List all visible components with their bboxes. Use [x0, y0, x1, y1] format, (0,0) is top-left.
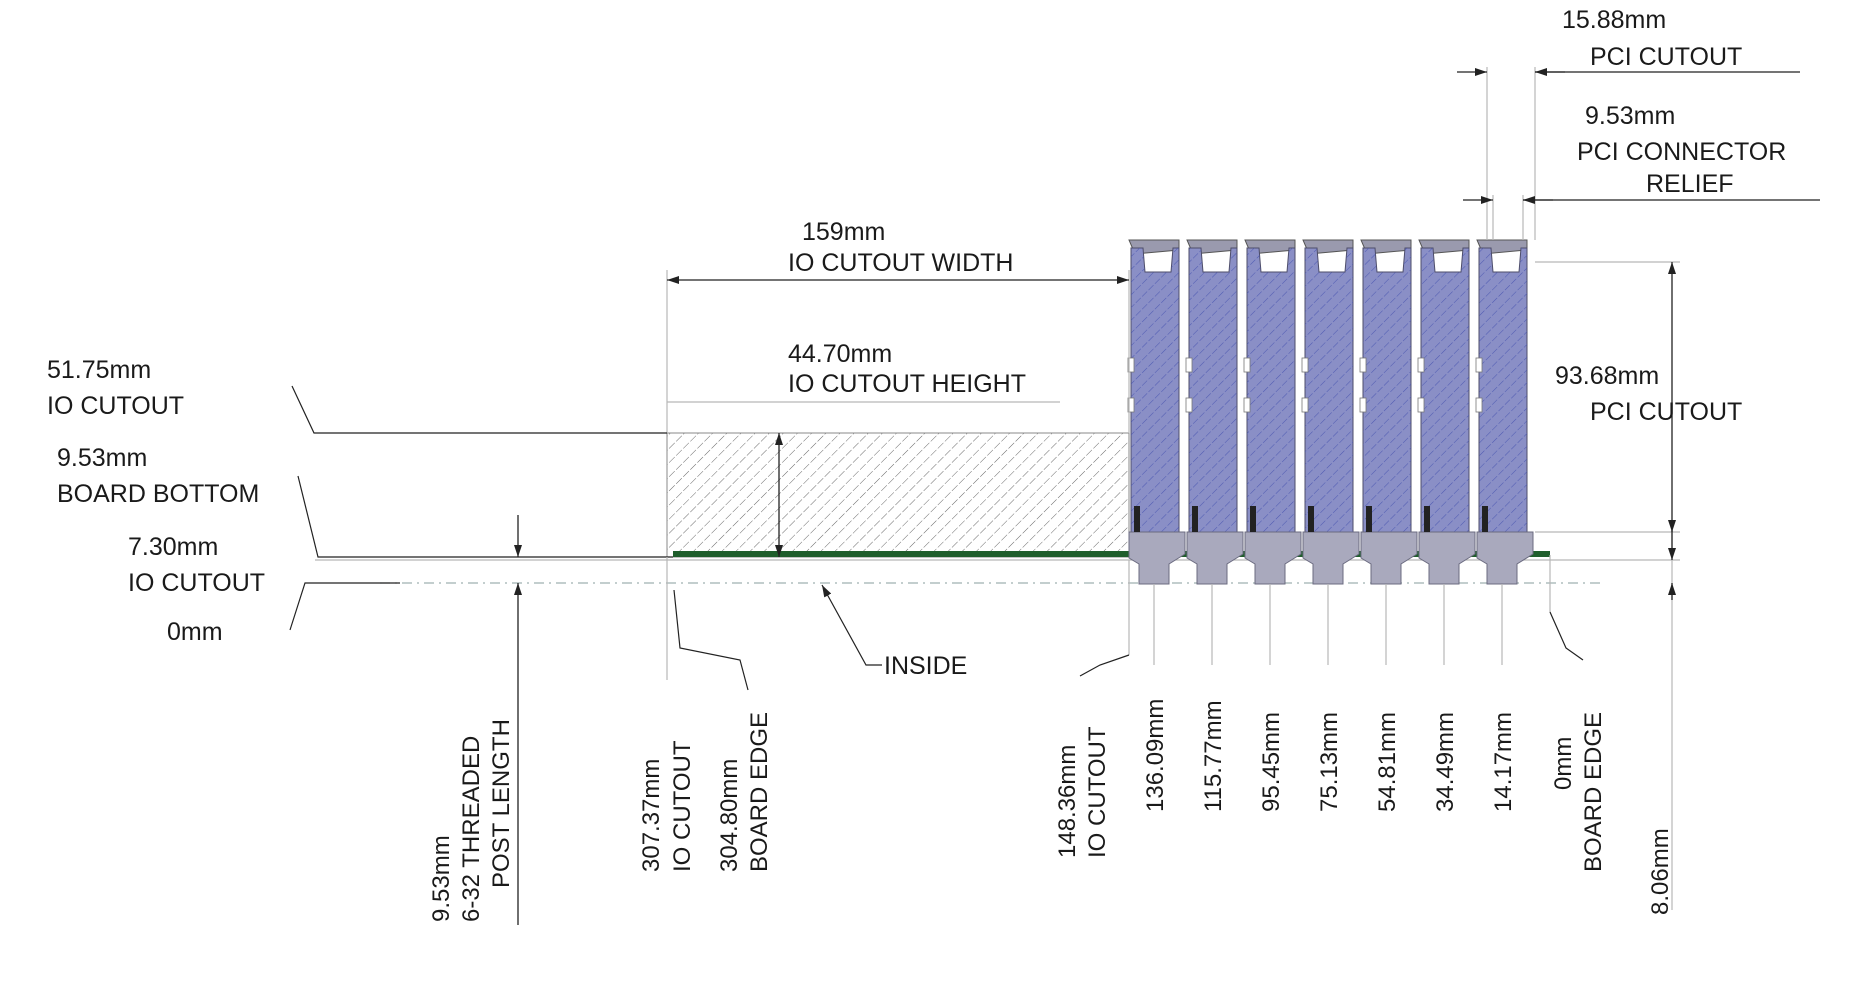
bracket-tab: [1302, 531, 1360, 585]
io-height-label: IO CUTOUT HEIGHT: [788, 370, 1026, 398]
board-edge-left-value: 304.80mm: [716, 759, 743, 872]
relief-value: 9.53mm: [1585, 102, 1675, 130]
bracket-notch: [1185, 357, 1193, 373]
bracket-tab: [1418, 531, 1476, 585]
board-edge-strip: [673, 551, 1550, 557]
pci-bracket: [1417, 239, 1476, 585]
bracket-tab: [1360, 531, 1418, 585]
bracket-hatch: [1189, 248, 1237, 532]
io-right-value: 148.36mm: [1054, 745, 1081, 858]
pci-cutout-width-value: 15.88mm: [1562, 6, 1666, 34]
pci-bracket: [1127, 239, 1186, 585]
bracket-notch: [1301, 397, 1309, 413]
io-left-value: 307.37mm: [638, 759, 665, 872]
inside-label: INSIDE: [884, 652, 967, 680]
pci-bracket: [1475, 239, 1534, 585]
board-bottom-value: 9.53mm: [57, 444, 147, 472]
io-cutout-area: [666, 432, 1130, 558]
bracket-notch: [1475, 357, 1483, 373]
bracket-notch: [1359, 397, 1367, 413]
slot-position-labels: 136.09mm 115.77mm 95.45mm 75.13mm 54.81mm 34.…: [1142, 584, 1517, 812]
bracket-notch: [1359, 357, 1367, 373]
board-edge-right-value: 0mm: [1550, 737, 1577, 790]
io-top-value: 51.75mm: [47, 356, 151, 384]
board-edge-left-label: BOARD EDGE: [746, 712, 773, 872]
pci-bracket: [1359, 239, 1418, 585]
bracket-contact: [1424, 506, 1430, 532]
slot-position-label: 136.09mm: [1142, 699, 1169, 812]
bracket-contact: [1134, 506, 1140, 532]
slot-position-label: 75.13mm: [1316, 712, 1343, 812]
io-height-value: 44.70mm: [788, 340, 892, 368]
bracket-hatch: [1363, 248, 1411, 532]
io-right-label: IO CUTOUT: [1084, 726, 1111, 858]
zero-value: 0mm: [167, 618, 223, 646]
io-width-label: IO CUTOUT WIDTH: [788, 249, 1013, 277]
slot-position-label: 115.77mm: [1200, 700, 1227, 812]
bracket-tab: [1128, 531, 1186, 585]
bracket-tab: [1476, 531, 1534, 585]
bracket-notch: [1243, 357, 1251, 373]
bracket-contact: [1308, 506, 1314, 532]
io-bottom-value: 7.30mm: [128, 533, 218, 561]
bracket-contact: [1250, 506, 1256, 532]
io-bottom-label: IO CUTOUT: [128, 569, 265, 597]
relief-label-2: RELIEF: [1646, 170, 1734, 198]
pci-bracket: [1243, 239, 1302, 585]
pci-height-value: 93.68mm: [1555, 362, 1659, 390]
bracket-hatch: [1479, 248, 1527, 532]
bracket-tab: [1244, 531, 1302, 585]
bracket-contact: [1192, 506, 1198, 532]
pci-cutout-width-label: PCI CUTOUT: [1590, 43, 1742, 71]
io-top-label: IO CUTOUT: [47, 392, 184, 420]
bracket-notch: [1301, 357, 1309, 373]
bracket-notch: [1475, 397, 1483, 413]
post-value: 9.53mm: [428, 835, 455, 922]
io-left-label: IO CUTOUT: [669, 740, 696, 872]
post-label-2: POST LENGTH: [488, 719, 515, 888]
bracket-hatch: [1131, 248, 1179, 532]
bracket-contact: [1366, 506, 1372, 532]
relief-label-1: PCI CONNECTOR: [1577, 138, 1786, 166]
pci-height-label: PCI CUTOUT: [1590, 398, 1742, 426]
slot-position-label: 95.45mm: [1258, 712, 1285, 812]
board-bottom-label: BOARD BOTTOM: [57, 480, 259, 508]
pci-bracket: [1301, 239, 1360, 585]
io-width-value: 159mm: [802, 218, 885, 246]
bracket-hatch: [1421, 248, 1469, 532]
bracket-notch: [1127, 397, 1135, 413]
slot-position-label: 34.49mm: [1432, 712, 1459, 812]
bracket-tab: [1186, 531, 1244, 585]
post-label-1: 6-32 THREADED: [458, 736, 485, 922]
pci-bracket: [1185, 239, 1244, 585]
board-edge-right-label: BOARD EDGE: [1580, 712, 1607, 872]
bracket-notch: [1243, 397, 1251, 413]
bracket-hatch: [1247, 248, 1295, 532]
bracket-notch: [1185, 397, 1193, 413]
pci-bracket-group: [1127, 239, 1534, 585]
bracket-contact: [1482, 506, 1488, 532]
slot-position-label: 54.81mm: [1374, 712, 1401, 812]
bracket-notch: [1127, 357, 1135, 373]
bracket-notch: [1417, 357, 1425, 373]
bracket-notch: [1417, 397, 1425, 413]
slot-position-label: 14.17mm: [1490, 712, 1517, 812]
inside-leader: [821, 584, 882, 666]
offset-value: 8.06mm: [1647, 828, 1674, 915]
bracket-hatch: [1305, 248, 1353, 532]
